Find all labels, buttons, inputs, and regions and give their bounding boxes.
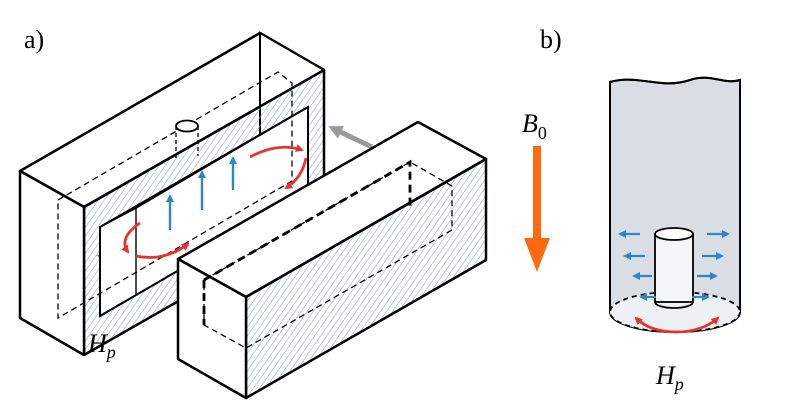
- rf-arrow: [121, 221, 141, 254]
- rf-arrow: [135, 242, 190, 259]
- hp-subscript-b: p: [673, 374, 684, 394]
- b0-label: B0: [522, 109, 547, 143]
- rf-arrow: [284, 157, 308, 190]
- rf-arrows-a: [121, 144, 308, 259]
- resonator-block-front: [176, 120, 488, 400]
- hp-subscript-a: p: [105, 342, 116, 362]
- b0-symbol: B: [522, 109, 538, 138]
- panel-a: a) Hp: [18, 25, 488, 400]
- flow-arrows-a: [166, 156, 237, 230]
- panel-b-label: b): [540, 25, 562, 54]
- resonator-block-back: [18, 31, 326, 357]
- hp-label-a: Hp: [87, 329, 116, 362]
- hp-symbol-b: H: [655, 361, 676, 390]
- rf-arrow-b: [634, 316, 720, 334]
- hp-label-b: Hp: [655, 361, 684, 394]
- panel-a-label: a): [24, 25, 44, 54]
- flow-arrows-b: [618, 230, 730, 301]
- center-post: [654, 227, 694, 309]
- panel-b: b) Hp: [540, 25, 741, 394]
- rf-arrow: [249, 144, 304, 159]
- gray-arrow-right: [328, 125, 374, 150]
- field-indicator: B0: [522, 109, 550, 272]
- hp-symbol-a: H: [87, 329, 108, 358]
- b0-arrow-head: [524, 238, 550, 272]
- b0-subscript: 0: [538, 123, 547, 143]
- b0-arrow-shaft: [533, 146, 541, 241]
